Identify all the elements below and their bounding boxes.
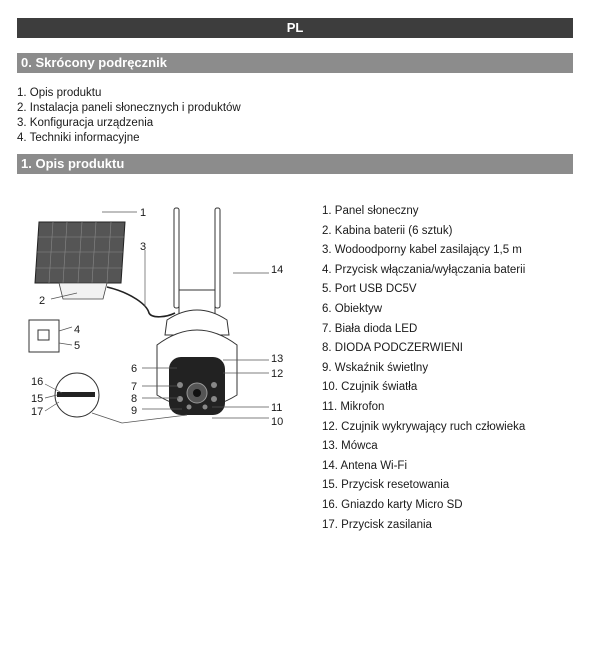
language-header: PL bbox=[17, 18, 573, 38]
part-item: 11. Mikrofon bbox=[322, 400, 385, 413]
parts-list: 1. Panel słoneczny 2. Kabina baterii (6 … bbox=[322, 202, 525, 535]
callout-16: 16 bbox=[31, 376, 43, 388]
part-item: 13. Mówca bbox=[322, 440, 378, 453]
callout-12: 12 bbox=[271, 368, 283, 380]
callout-10: 10 bbox=[271, 416, 283, 428]
part-item: 1. Panel słoneczny bbox=[322, 205, 419, 217]
part-item: 9. Wskaźnik świetlny bbox=[322, 361, 429, 374]
contents-item: 4. Techniki informacyjne bbox=[17, 132, 140, 144]
callout-17: 17 bbox=[31, 406, 43, 418]
part-item: 16. Gniazdo karty Micro SD bbox=[322, 498, 463, 511]
part-item: 8. DIODA PODCZERWIENI bbox=[322, 342, 464, 355]
part-item: 12. Czujnik wykrywający ruch człowieka bbox=[322, 420, 526, 433]
callout-9: 9 bbox=[131, 405, 137, 417]
callout-1: 1 bbox=[140, 207, 146, 219]
part-item: 6. Obiektyw bbox=[322, 302, 383, 315]
part-item: 2. Kabina baterii (6 sztuk) bbox=[322, 224, 453, 237]
solar-panel-illustration bbox=[34, 221, 126, 300]
callout-4: 4 bbox=[74, 324, 80, 336]
callout-5: 5 bbox=[74, 340, 80, 352]
callout-2: 2 bbox=[39, 295, 45, 307]
part-item: 5. Port USB DC5V bbox=[322, 283, 417, 296]
part-item: 17. Przycisk zasilania bbox=[322, 518, 432, 531]
part-item: 15. Przycisk resetowania bbox=[322, 479, 450, 492]
contents-item: 2. Instalacja paneli słonecznych i produ… bbox=[17, 102, 241, 114]
part-item: 4. Przycisk włączania/wyłączania baterii bbox=[322, 263, 526, 276]
callout-14: 14 bbox=[271, 264, 283, 276]
section-0-title: 0. Skrócony podręcznik bbox=[17, 53, 573, 73]
callout-7: 7 bbox=[131, 381, 137, 393]
contents-list: 1. Opis produktu 2. Instalacja paneli sł… bbox=[17, 86, 241, 146]
part-item: 7. Biała dioda LED bbox=[322, 322, 418, 335]
section-1-title: 1. Opis produktu bbox=[17, 154, 573, 174]
callout-11: 11 bbox=[271, 402, 282, 414]
callout-8: 8 bbox=[131, 393, 137, 405]
callout-13: 13 bbox=[271, 353, 283, 365]
camera-diagram: 1 2 3 4 5 6 7 8 9 10 11 12 13 14 15 16 1… bbox=[28, 207, 283, 428]
part-item: 14. Antena Wi-Fi bbox=[322, 459, 408, 472]
contents-item: 1. Opis produktu bbox=[17, 87, 102, 99]
callout-6: 6 bbox=[131, 363, 137, 375]
callout-15: 15 bbox=[31, 393, 43, 405]
part-item: 3. Wodoodporny kabel zasilający 1,5 m bbox=[322, 244, 522, 257]
part-item: 10. Czujnik światła bbox=[322, 381, 418, 394]
callout-3: 3 bbox=[140, 241, 146, 253]
contents-item: 3. Konfiguracja urządzenia bbox=[17, 117, 154, 129]
